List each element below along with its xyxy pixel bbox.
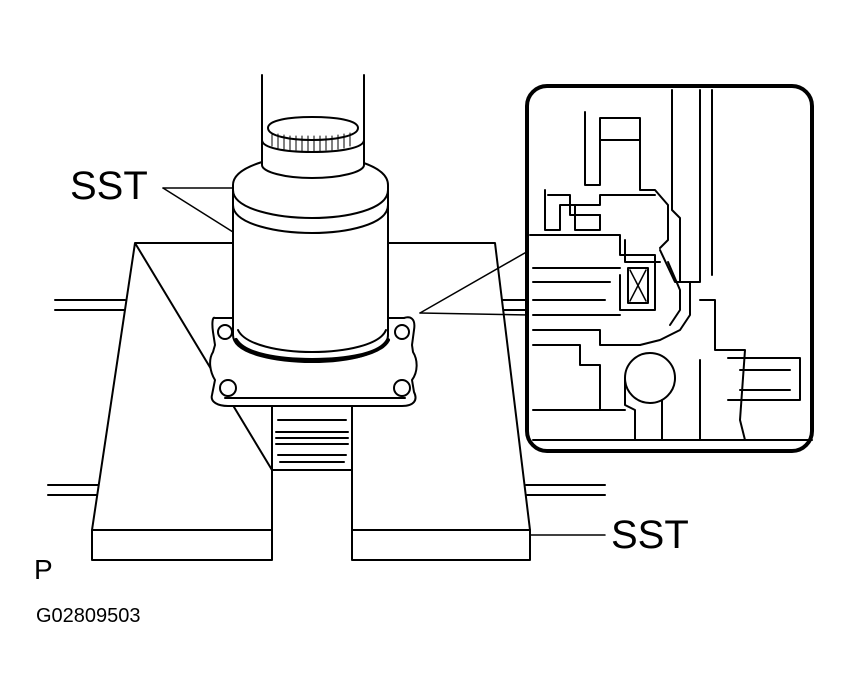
support-plate-sst bbox=[92, 243, 530, 560]
hub-shaft bbox=[272, 405, 352, 470]
detail-inset bbox=[527, 86, 812, 451]
leader-lines bbox=[163, 188, 605, 535]
press-cylinder-sst bbox=[233, 155, 388, 362]
press-ram bbox=[262, 75, 364, 178]
figure-code-label: G02809503 bbox=[36, 605, 141, 627]
view-mark-label: P bbox=[34, 554, 53, 585]
sst-label-bottom: SST bbox=[611, 513, 689, 557]
sst-label-top: SST bbox=[70, 164, 148, 208]
